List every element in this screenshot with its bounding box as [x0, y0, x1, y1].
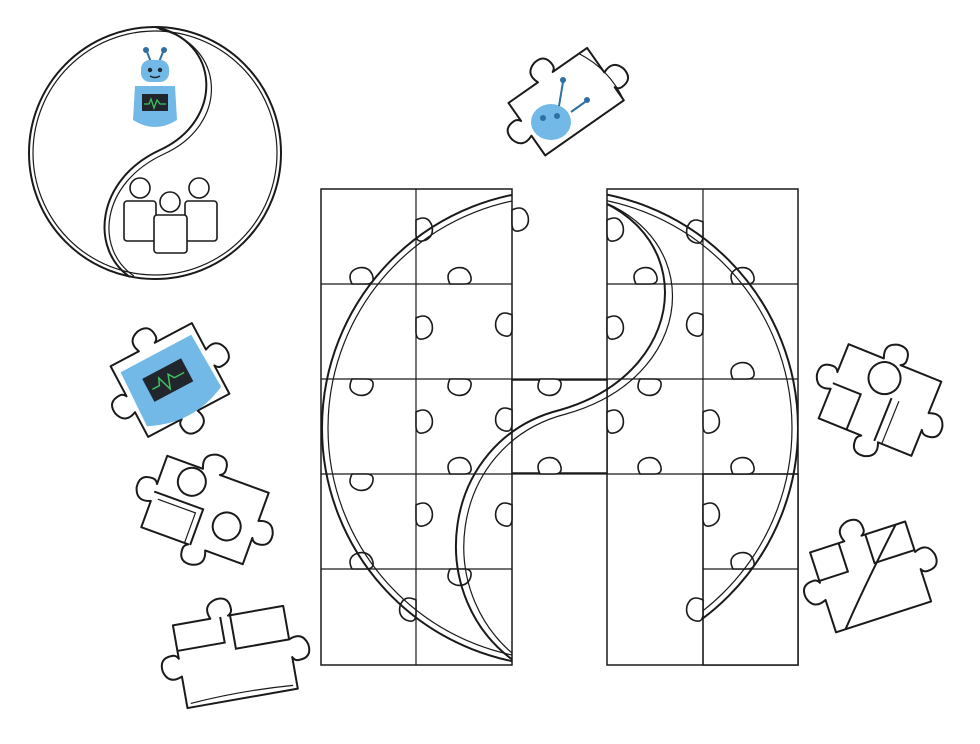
puzzle-piece-icon — [135, 453, 274, 566]
puzzle-piece-icon — [803, 518, 938, 634]
robot-icon — [133, 47, 177, 127]
people-group-icon — [123, 177, 218, 254]
puzzle-board — [320, 188, 799, 666]
puzzle-piece-icon — [815, 343, 944, 458]
puzzle-piece-icon — [109, 322, 231, 438]
yin-yang-icon — [28, 26, 282, 280]
puzzle-piece-icon — [506, 46, 630, 157]
puzzle-piece-icon — [160, 597, 311, 710]
